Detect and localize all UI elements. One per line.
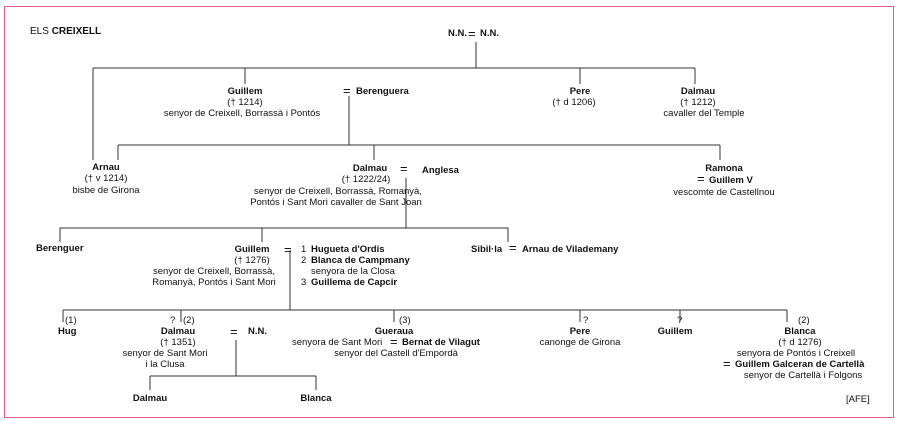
marriage-sign: = (723, 356, 731, 371)
source-tag: [AFE] (846, 394, 870, 405)
guillem-name: Guillem (227, 86, 263, 97)
marriage-sign: = (697, 171, 705, 186)
dalmau-gen4-uncertain-mark: ? (170, 315, 176, 326)
guillem-gen3-dates: († 1276) (234, 255, 270, 266)
blanca-marker: (2) (798, 315, 810, 326)
hug-name: Hug (58, 326, 77, 337)
guillem-dates: († 1214) (227, 97, 263, 108)
dalmau-templar-title: cavaller del Temple (663, 108, 745, 119)
dalmau-gen4-dates: († 1351) (160, 337, 196, 348)
bernat-vilagut-name: Bernat de Vilagut (402, 337, 480, 348)
ramona-name: Ramona (705, 163, 743, 174)
wife-2-title: senyora de la Closa (311, 266, 395, 277)
guillem-gen3-title-line1: senyor de Creixell, Borrassà, (153, 266, 275, 277)
dalmau-gen4-spouse-name: N.N. (248, 326, 267, 337)
dalmau-templar-dates: († 1212) (680, 97, 716, 108)
guillem-gen3-title-line2: Romanyà, Pontós i Sant Mori (152, 277, 276, 288)
dalmau-gen2-name: Dalmau (352, 163, 388, 174)
blanca-gen5-name: Blanca (300, 393, 332, 404)
guillem-title: senyor de Creixell, Borrassà i Pontós (163, 108, 321, 119)
marriage-sign: = (400, 161, 408, 176)
wife-2-name: Blanca de Campmany (311, 255, 410, 266)
diagram-frame (4, 6, 894, 418)
wife-1-number: 1 (301, 244, 307, 255)
sibilla-name: Sibil·la (471, 244, 503, 255)
gueraua-marker: (3) (399, 315, 411, 326)
marriage-sign: = (230, 324, 238, 339)
wife-3-number: 3 (301, 277, 307, 288)
dalmau-gen4-title-line1: senyor de Sant Mori (122, 348, 208, 359)
diagram-title: ELS CREIXELL (30, 26, 101, 37)
dalmau-gen4-title-line2: i la Clusa (145, 359, 185, 370)
title-prefix: ELS (30, 26, 52, 37)
marriage-sign: = (284, 242, 292, 257)
marriage-sign: = (509, 240, 517, 255)
arnau-dates: († v 1214) (84, 173, 128, 184)
anglesa-name: Anglesa (422, 165, 459, 176)
guillem-gen3-name: Guillem (234, 244, 270, 255)
hug-marker: (1) (65, 315, 77, 326)
berenguera-name: Berenguera (356, 86, 409, 97)
dalmau-gen2-title-line2: Pontós i Sant Mori cavaller de Sant Joan (250, 197, 422, 208)
dalmau-gen2-dates: († 1222/24) (341, 174, 391, 185)
dalmau-gen2-title-line1: senyor de Creixell, Borrassà, Romanyà, (254, 186, 422, 197)
blanca-title: senyora de Pontós i Creixell (736, 348, 856, 359)
arnau-title: bisbe de Girona (72, 185, 140, 196)
wife-2-number: 2 (301, 255, 307, 266)
arnau-name: Arnau (92, 162, 120, 173)
title-family-name: CREIXELL (51, 26, 102, 37)
guillem-v-title: vescomte de Castellnou (673, 187, 775, 198)
wife-1-name: Hugueta d'Ordis (311, 244, 385, 255)
pere-dates: († d 1206) (552, 97, 596, 108)
guillem-gen4-uncertain-mark: ? (677, 315, 683, 326)
arnau-vilademany-name: Arnau de Vilademany (522, 244, 619, 255)
guillem-galceran-name: Guillem Galceran de Cartellà (735, 359, 865, 370)
pere-gen4-title: canonge de Girona (539, 337, 621, 348)
guillem-galceran-title: senyor de Cartellà i Folgons (743, 370, 863, 381)
marriage-sign: = (343, 83, 351, 98)
gueraua-name: Gueraua (374, 326, 414, 337)
berenguer-name: Berenguer (36, 243, 84, 254)
blanca-dates: († d 1276) (778, 337, 822, 348)
bernat-vilagut-title: senyor del Castell d'Empordà (334, 348, 458, 359)
pere-name: Pere (569, 86, 591, 97)
wife-3-name: Guillema de Capcir (311, 277, 398, 288)
pere-gen4-uncertain-mark: ? (583, 315, 589, 326)
marriage-sign: = (468, 26, 476, 41)
dalmau-gen5-name: Dalmau (132, 393, 168, 404)
gen0-left-ancestor: N.N. (448, 28, 467, 39)
gen0-right-ancestor: N.N. (480, 28, 499, 39)
gueraua-title: senyora de Sant Mori (292, 337, 383, 348)
guillem-v-name: Guillem V (709, 175, 753, 186)
dalmau-gen4-name: Dalmau (160, 326, 196, 337)
marriage-sign: = (390, 334, 398, 349)
dalmau-gen4-marker: (2) (183, 315, 195, 326)
dalmau-templar-name: Dalmau (680, 86, 716, 97)
guillem-gen4-name: Guillem (657, 326, 693, 337)
pere-gen4-name: Pere (569, 326, 591, 337)
blanca-name: Blanca (784, 326, 816, 337)
